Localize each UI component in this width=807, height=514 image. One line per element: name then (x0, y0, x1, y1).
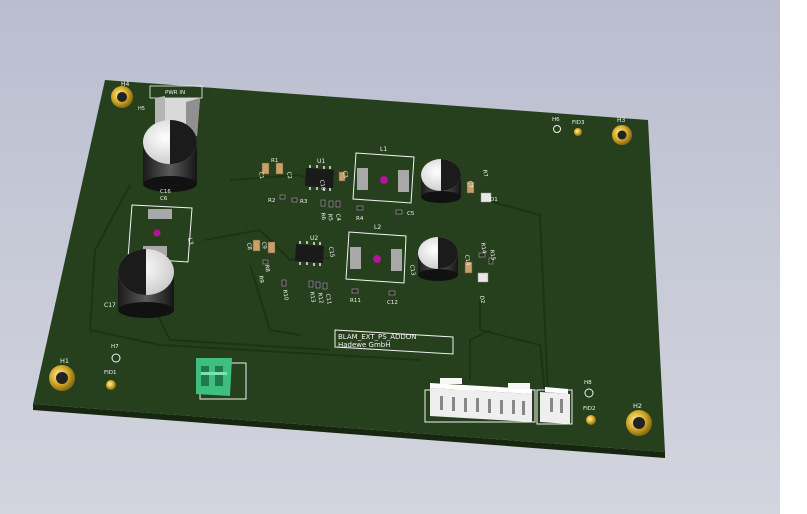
svg-text:L1: L1 (380, 146, 387, 153)
svg-text:C8: C8 (245, 242, 252, 251)
svg-text:BLAM_EXT_PS_ADDON: BLAM_EXT_PS_ADDON (338, 333, 417, 341)
fiducial-fid2: FID2 (583, 406, 596, 425)
pcb-edge (33, 404, 665, 458)
svg-text:H8: H8 (584, 380, 592, 386)
svg-text:R7: R7 (481, 169, 488, 178)
svg-text:Hadewe GmbH: Hadewe GmbH (338, 341, 391, 349)
mounting-hole-h2: H2 (626, 402, 652, 436)
mounting-hole-h1: H1 (49, 357, 75, 391)
svg-text:FID2: FID2 (583, 406, 596, 412)
svg-text:C16: C16 (160, 189, 171, 195)
svg-text:C13: C13 (408, 264, 416, 276)
svg-text:C12: C12 (387, 300, 398, 306)
passive-components (252, 162, 475, 274)
hole-h7: H7 (111, 344, 121, 363)
svg-text:C4: C4 (334, 213, 341, 222)
svg-text:R2: R2 (268, 198, 275, 204)
capacitor-c13: C13 (408, 237, 458, 281)
svg-text:H4: H4 (121, 81, 130, 88)
capacitor-output-top (421, 159, 461, 203)
svg-text:R3: R3 (300, 199, 308, 205)
svg-text:H1: H1 (60, 357, 69, 365)
connector-multi-pin: J (424, 378, 536, 423)
svg-text:C15: C15 (327, 246, 335, 258)
board-name-label: BLAM_EXT_PS_ADDON Hadewe GmbH (334, 329, 454, 355)
svg-text:C6: C6 (160, 196, 168, 202)
fiducial-fid3: FID3 (572, 120, 585, 136)
inductor-l1: L1 (352, 146, 415, 204)
mounting-hole-h4: H4 (111, 81, 133, 108)
capacitor-c17: C17 (104, 249, 174, 318)
svg-text:FID3: FID3 (572, 120, 585, 126)
inductor-l2: L2 (345, 224, 407, 284)
svg-text:FID1: FID1 (104, 370, 117, 376)
resistor-components (262, 194, 494, 296)
svg-text:H7: H7 (111, 344, 119, 350)
ic-u2: U2 (295, 235, 324, 266)
svg-text:H3: H3 (617, 117, 626, 124)
capacitor-c16: C16 (143, 120, 197, 195)
svg-text:R12: R12 (316, 292, 324, 304)
svg-text:L2: L2 (374, 224, 381, 231)
svg-text:R11: R11 (350, 298, 361, 304)
hole-h8: H8 (584, 380, 594, 398)
svg-text:C1: C1 (257, 171, 264, 179)
svg-text:D1: D1 (490, 197, 498, 203)
svg-text:PWR IN: PWR IN (165, 90, 185, 96)
svg-text:C9: C9 (260, 241, 267, 250)
ic-u1: U1 (305, 158, 334, 191)
connector-2-pin (536, 387, 573, 425)
hole-h6: H6 (552, 117, 561, 133)
svg-text:C17: C17 (104, 302, 116, 309)
svg-text:C7: C7 (466, 180, 473, 189)
svg-text:C11: C11 (324, 293, 332, 305)
viewport-edge-strip (780, 0, 807, 514)
svg-text:R5: R5 (326, 213, 333, 222)
svg-text:H2: H2 (633, 402, 642, 410)
svg-text:L3: L3 (186, 237, 194, 245)
svg-text:C5: C5 (407, 211, 415, 217)
svg-text:R14: R14 (479, 242, 487, 254)
svg-text:C10: C10 (318, 179, 326, 191)
svg-text:R10: R10 (281, 289, 289, 301)
svg-text:R15: R15 (488, 249, 496, 261)
silkscreen-labels: R1 C1 C2 C3 R2 R3 R4 R6 R5 C4 C5 R7 C7 C… (160, 158, 496, 306)
svg-text:H5: H5 (138, 106, 145, 112)
svg-text:J: J (475, 386, 478, 392)
svg-text:R6: R6 (319, 212, 326, 221)
screw-terminal-green (196, 358, 247, 400)
svg-text:R8: R8 (263, 264, 270, 273)
fiducial-fid1: FID1 (104, 370, 117, 390)
mounting-hole-h3: H3 (612, 117, 632, 145)
led-d1: D1 (480, 192, 498, 203)
svg-text:U1: U1 (317, 158, 325, 165)
svg-text:C2: C2 (285, 171, 292, 179)
svg-text:R9: R9 (257, 275, 264, 284)
svg-text:C14: C14 (463, 254, 471, 266)
svg-text:H6: H6 (552, 117, 560, 123)
svg-text:R13: R13 (308, 291, 316, 303)
svg-text:R4: R4 (356, 216, 364, 222)
svg-text:C3: C3 (341, 170, 348, 179)
svg-text:D2: D2 (478, 295, 485, 304)
led-d2: D2 (477, 272, 489, 304)
svg-text:R1: R1 (271, 158, 278, 164)
svg-text:U2: U2 (310, 235, 318, 242)
